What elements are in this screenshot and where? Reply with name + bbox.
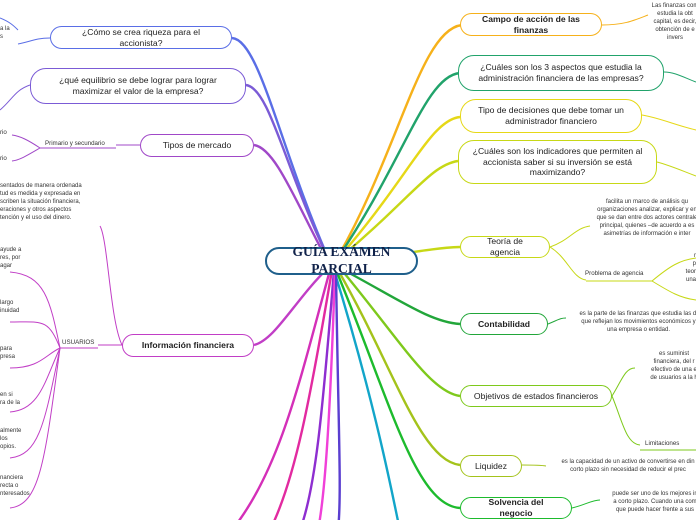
- branch-left-5: [334, 269, 341, 520]
- branch-riqueza: [231, 36, 332, 263]
- usuarios-fragment-6: nanciera recta o nteresados: [0, 475, 30, 498]
- central-topic[interactable]: GUÍA EXÁMEN PARCIAL: [265, 244, 418, 276]
- branch-equilibrio: [245, 83, 332, 263]
- usuarios-label: USUARIOS: [62, 339, 95, 346]
- mercado-fragment-2: rio: [0, 155, 7, 162]
- usuarios-fragment-4: en si ra de la: [0, 392, 21, 407]
- informacion-description: sentados de manera ordenada tud es medid…: [0, 183, 82, 222]
- usuarios-fragment-2: largo inuidad: [0, 300, 20, 315]
- node-teoria-agencia[interactable]: Teoría de agencia: [460, 236, 550, 258]
- usuarios-fragment-1: ayude a res, por agar: [0, 247, 22, 270]
- branch-informacion: [253, 267, 329, 347]
- node-indicadores[interactable]: ¿Cuáles son los indicadores que permiten…: [458, 140, 657, 184]
- node-campo-accion[interactable]: Campo de acción de las finanzas: [460, 13, 602, 36]
- branch-left-2: [273, 269, 334, 520]
- branch-contabilidad: [339, 266, 461, 326]
- mercado-fragment-1: rio: [0, 129, 7, 136]
- problema-agencia-label: Problema de agencia: [585, 270, 644, 277]
- liquidez-description: es la capacidad de un activo de converti…: [561, 459, 695, 474]
- node-riqueza-accionista[interactable]: ¿Cómo se crea riqueza para el accionista…: [50, 26, 232, 49]
- objetivos-description: es suminist financiera, del r efectivo d…: [650, 351, 696, 382]
- node-solvencia[interactable]: Solvencia del negocio: [460, 497, 572, 519]
- problema-agencia-description: r p teor una: [685, 253, 696, 284]
- branch-solvencia: [334, 269, 461, 510]
- campo-description: Las finanzas com estudia la obt capital,…: [651, 3, 696, 42]
- branch-left-4: [318, 269, 337, 520]
- node-equilibrio[interactable]: ¿qué equilibrio se debe lograr para logr…: [30, 68, 246, 104]
- node-contabilidad[interactable]: Contabilidad: [460, 313, 548, 335]
- node-objetivos-estados[interactable]: Objetivos de estados financieros: [460, 385, 612, 407]
- branch-left-3: [302, 269, 336, 520]
- primario-secundario-label: Primario y secundario: [45, 140, 105, 147]
- solvencia-description: puede ser uno de los mejores in a corto …: [612, 491, 696, 514]
- branch-indicadores: [334, 159, 459, 263]
- branch-mercado: [253, 143, 330, 263]
- node-decisiones[interactable]: Tipo de decisiones que debe tomar un adm…: [460, 99, 642, 133]
- usuarios-fragment-3: para presa: [0, 346, 16, 361]
- riqueza-fragment: a la s: [0, 26, 10, 41]
- branch-campo: [333, 23, 463, 263]
- node-informacion-financiera[interactable]: Información financiera: [122, 334, 254, 357]
- branch-bottom-right: [332, 269, 400, 520]
- branch-liquidez: [336, 269, 461, 467]
- branch-left-1: [238, 269, 332, 520]
- node-aspectos[interactable]: ¿Cuáles son los 3 aspectos que estudia l…: [458, 55, 664, 91]
- branch-decisiones: [334, 115, 461, 263]
- node-tipos-mercado[interactable]: Tipos de mercado: [140, 134, 254, 157]
- limitaciones-label: Limitaciones: [645, 440, 680, 447]
- agencia-description: facilita un marco de análisis qu organiz…: [596, 199, 696, 238]
- branch-objetivos: [339, 267, 461, 398]
- usuarios-fragment-5: almente los opios.: [0, 428, 22, 451]
- contabilidad-description: es la parte de las finanzas que estudia …: [579, 311, 696, 334]
- branch-aspectos: [334, 71, 461, 263]
- node-liquidez[interactable]: Liquidez: [460, 455, 522, 477]
